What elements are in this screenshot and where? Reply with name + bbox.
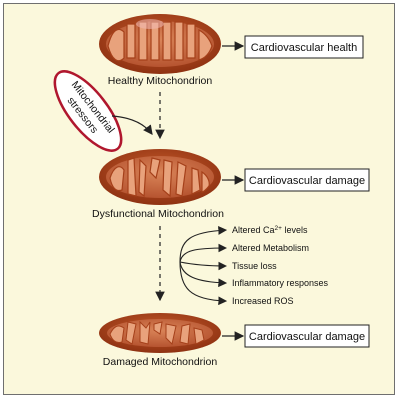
damaged-label: Damaged Mitochondrion (103, 356, 218, 368)
dysfunctional-mitochondrion (99, 149, 221, 205)
healthy-outcome-text: Cardiovascular health (251, 42, 357, 54)
dysfunctional-outcome-box (244, 168, 370, 192)
effect-item: Inflammatory responses (232, 278, 329, 288)
dysfunctional-outcome-text: Cardiovascular damage (249, 175, 365, 187)
healthy-outcome-box (244, 35, 364, 59)
damaged-outcome-box (244, 324, 370, 348)
effects-arrows (179, 226, 228, 306)
effect-item: Increased ROS (232, 296, 294, 306)
healthy-label: Healthy Mitochondrion (108, 75, 213, 87)
dysfunctional-label: Dysfunctional Mitochondrion (92, 208, 224, 220)
effect-item: Altered Metabolism (232, 243, 309, 253)
damaged-outcome-text: Cardiovascular damage (249, 331, 365, 343)
effect-item: Altered Ca2+ levels (232, 225, 308, 235)
effect-item: Tissue loss (232, 261, 277, 271)
effects-list: Altered Ca2+ levels Altered Metabolism T… (232, 225, 329, 306)
healthy-mitochondrion (99, 14, 221, 74)
stressor-arrow (111, 115, 153, 135)
damaged-mitochondrion (99, 313, 221, 353)
stressors-badge: Mitochondrial stressors (53, 70, 123, 152)
